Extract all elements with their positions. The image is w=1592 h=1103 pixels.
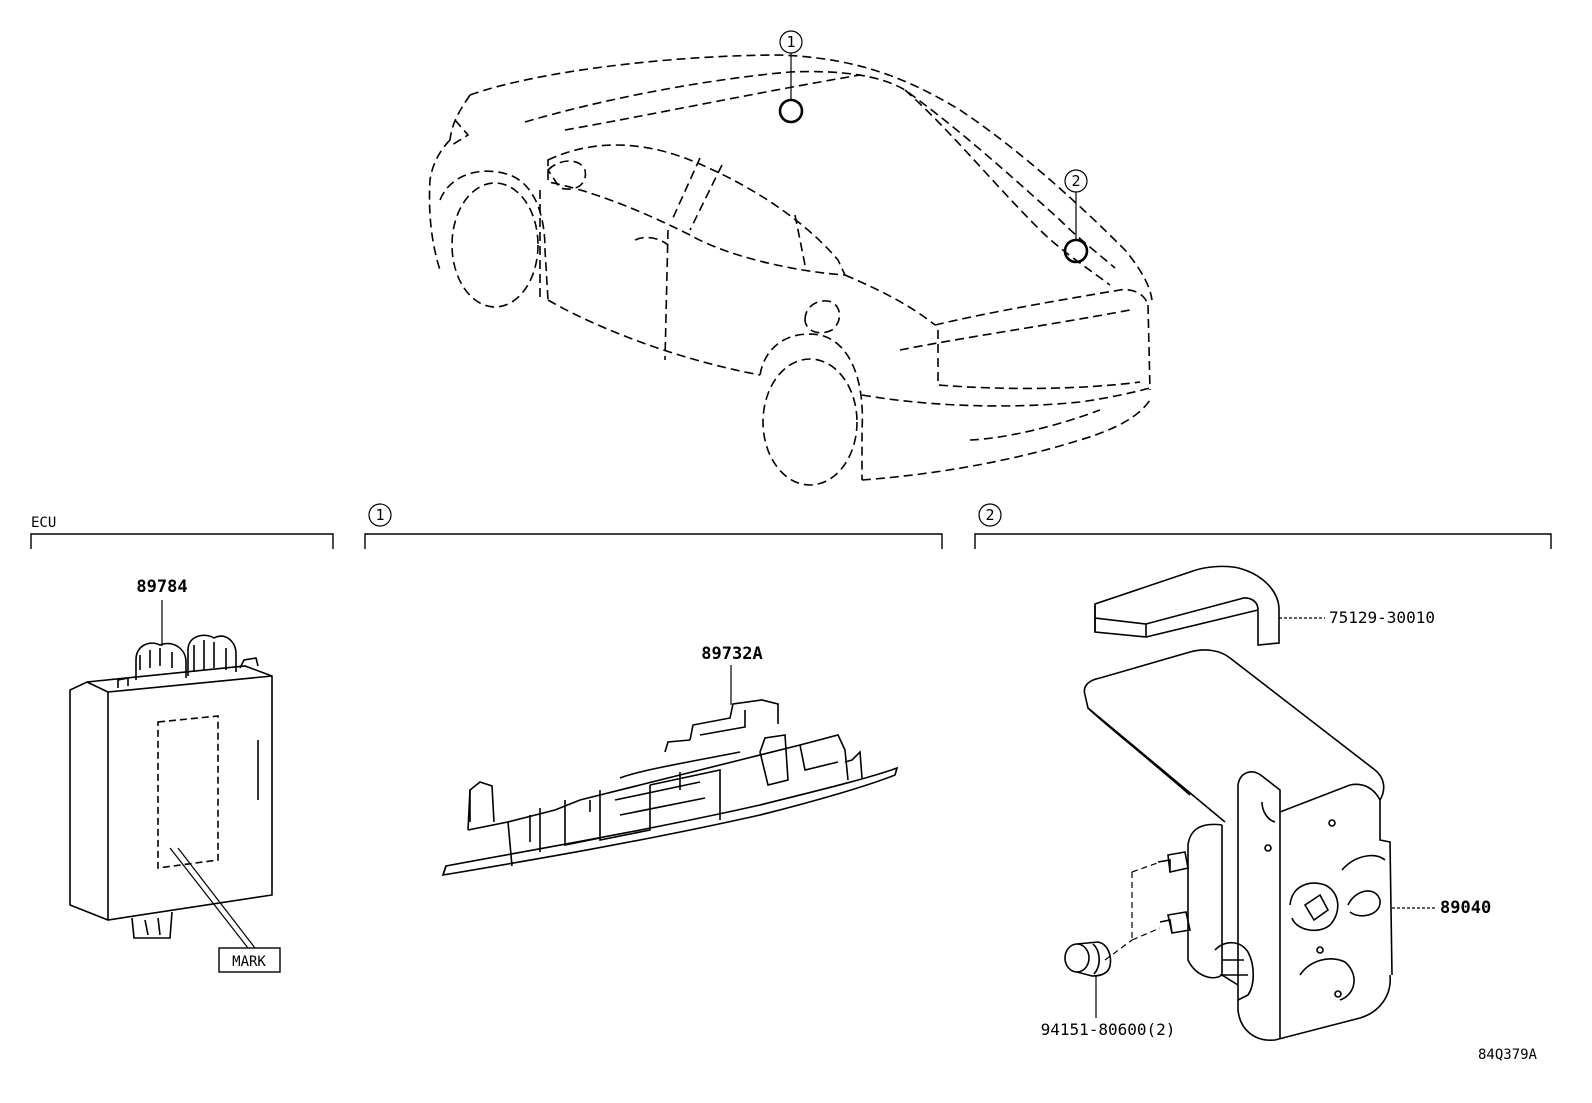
section-2-number: 2	[985, 506, 994, 524]
stop-light-assembly	[441, 699, 899, 877]
sensor-assembly	[1083, 649, 1393, 1041]
section-1-number: 1	[375, 506, 384, 524]
mark-label: MARK	[232, 954, 266, 970]
section-brackets	[30, 503, 1552, 549]
ecu-part-number: 89784	[136, 577, 187, 597]
location-2-number: 2	[1071, 172, 1080, 190]
nut-alignment-lines	[1104, 861, 1161, 961]
mark-leader	[169, 847, 256, 949]
sensor-part-number: 89040	[1440, 898, 1491, 918]
location-marker-1	[778, 30, 804, 124]
mark-label-box	[218, 947, 281, 973]
light-part-number: 89732A	[701, 644, 762, 664]
ecu-module	[69, 634, 273, 939]
nut-part	[1064, 941, 1112, 977]
location-marker-2	[1063, 169, 1089, 264]
diagram-id: 84Q379A	[1478, 1047, 1538, 1063]
section-ecu-title: ECU	[31, 515, 56, 531]
cover-part	[1094, 565, 1280, 646]
location-1-number: 1	[786, 33, 795, 51]
nut-part-number: 94151-80600(2)	[1041, 1020, 1176, 1039]
cover-part-number: 75129-30010	[1329, 608, 1435, 627]
vehicle-illustration	[428, 54, 1153, 486]
